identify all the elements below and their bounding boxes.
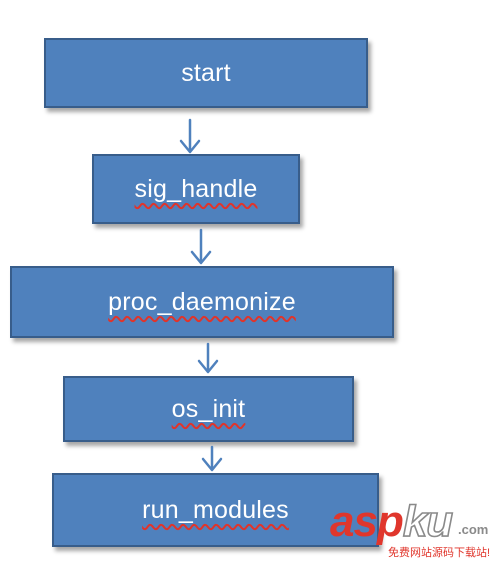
arrow-proc-daemonize-to-os-init <box>197 342 219 374</box>
watermark-tagline: 免费网站源码下载站! <box>388 547 491 559</box>
watermark-domain: .com <box>458 522 489 537</box>
node-proc-daemonize-label: proc_daemonize <box>108 287 296 316</box>
watermark-logo: aspku <box>330 497 454 546</box>
node-os-init: os_init <box>63 376 354 442</box>
arrow-os-init-to-run-modules <box>201 445 223 472</box>
arrow-start-to-sig-handle <box>179 118 201 154</box>
node-start-label: start <box>181 58 231 87</box>
node-os-init-label: os_init <box>171 394 246 423</box>
node-run-modules: run_modules <box>52 473 379 547</box>
site-watermark: aspku .com 免费网站源码下载站! <box>330 497 498 560</box>
arrow-sig-handle-to-proc-daemonize <box>190 228 212 265</box>
node-sig-handle-label: sig_handle <box>134 174 258 203</box>
node-proc-daemonize: proc_daemonize <box>10 266 394 338</box>
node-start: start <box>44 38 368 108</box>
node-run-modules-label: run_modules <box>142 495 289 524</box>
node-sig-handle: sig_handle <box>92 154 300 224</box>
